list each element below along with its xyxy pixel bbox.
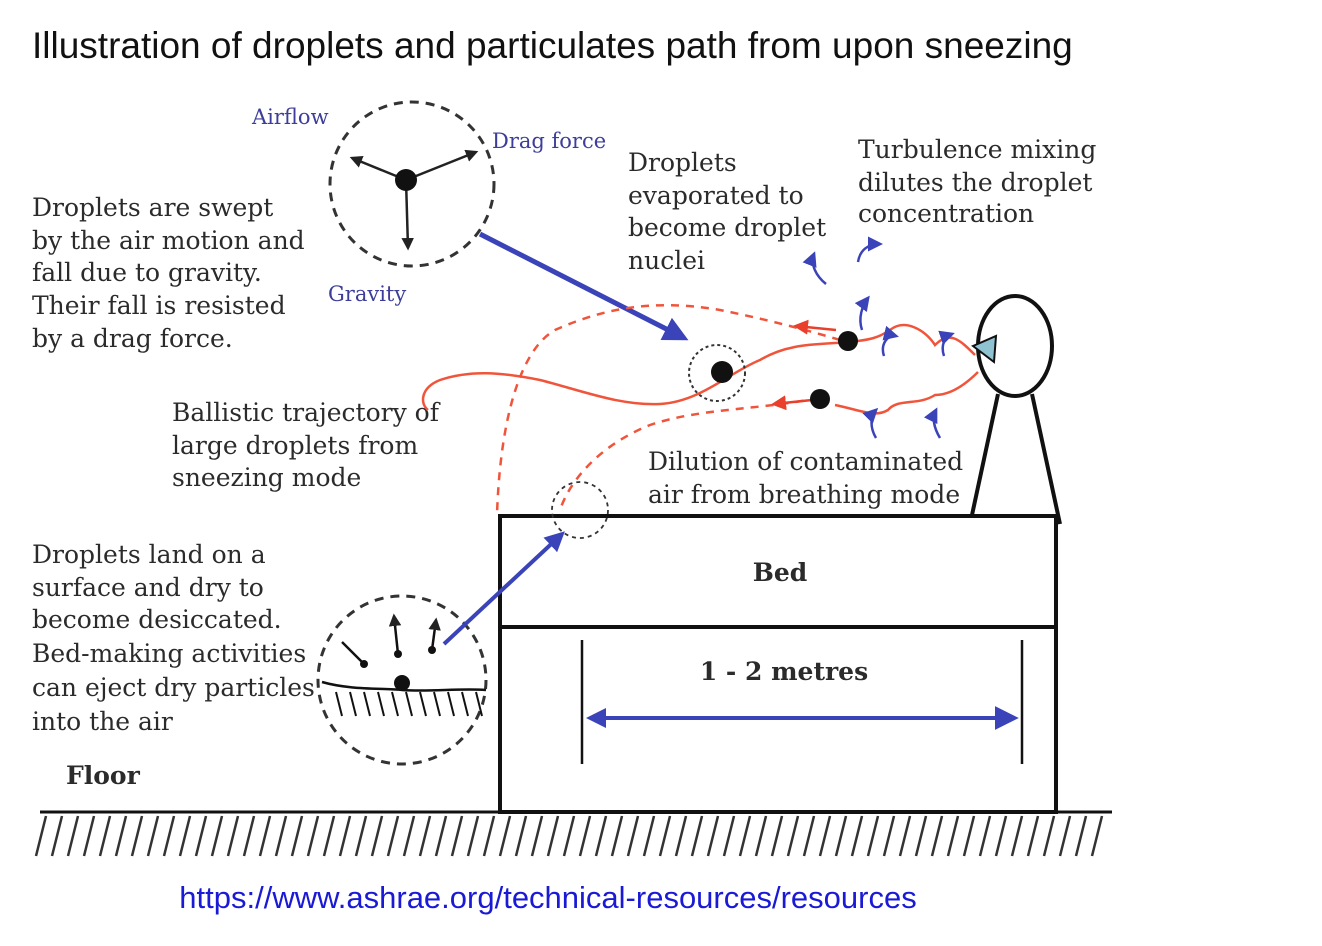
svg-text:Bed-making activities: Bed-making activities [32, 639, 306, 668]
svg-text:can eject dry particles: can eject dry particles [32, 673, 315, 702]
svg-text:Turbulence mixing: Turbulence mixing [858, 135, 1096, 164]
page-title: Illustration of droplets and particulate… [32, 25, 1073, 66]
svg-text:become desiccated.: become desiccated. [32, 605, 282, 634]
turbulence-annotation: Turbulence mixing dilutes the droplet co… [858, 135, 1096, 228]
airflow-label: Airflow [251, 105, 329, 129]
floor-hatching [34, 815, 1104, 857]
svg-text:Ballistic trajectory of: Ballistic trajectory of [172, 398, 441, 427]
turbulence-curl-arrows [802, 236, 955, 439]
svg-text:by the air motion and: by the air motion and [32, 226, 305, 255]
svg-text:Droplets are swept: Droplets are swept [32, 193, 273, 222]
force-pointer-arrow [478, 231, 689, 341]
svg-text:Dilution of contaminated: Dilution of contaminated [648, 447, 963, 476]
svg-text:Droplets land on a: Droplets land on a [32, 540, 266, 569]
svg-text:sneezing mode: sneezing mode [172, 463, 361, 492]
svg-text:Droplets: Droplets [628, 148, 737, 177]
svg-text:dilutes the droplet: dilutes the droplet [858, 168, 1092, 197]
floor-label: Floor [66, 761, 141, 790]
svg-text:by a drag force.: by a drag force. [32, 324, 233, 353]
breathing-trajectory [834, 371, 979, 415]
person-mouth [971, 334, 998, 364]
svg-text:into the air: into the air [32, 707, 173, 736]
landing-spot-circle [551, 481, 609, 539]
sneeze-trajectory [421, 323, 976, 411]
svg-text:concentration: concentration [858, 199, 1034, 228]
svg-text:fall due to gravity.: fall due to gravity. [32, 258, 262, 287]
distance-label: 1 - 2 metres [700, 657, 868, 686]
svg-text:Their fall is resisted: Their fall is resisted [32, 291, 286, 320]
svg-text:air from breathing mode: air from breathing mode [648, 480, 960, 509]
force-diagram [328, 100, 496, 268]
ejection-pointer-arrow [442, 531, 565, 646]
landing-detail-diagram [316, 594, 488, 766]
ballistic-trajectory-upper [495, 303, 841, 516]
source-link[interactable]: https://www.ashrae.org/technical-resourc… [179, 880, 916, 915]
person-figure [970, 294, 1062, 525]
bed-label: Bed [753, 558, 808, 587]
droplet-dot [395, 169, 417, 191]
evaporated-annotation: Droplets evaporated to become droplet nu… [628, 148, 826, 275]
svg-text:surface and dry to: surface and dry to [32, 573, 264, 602]
svg-text:nuclei: nuclei [628, 246, 705, 275]
svg-text:become droplet: become droplet [628, 213, 826, 242]
droplets [688, 331, 858, 409]
svg-text:large droplets from: large droplets from [172, 431, 418, 460]
svg-text:evaporated to: evaporated to [628, 181, 804, 210]
distance-measure [580, 640, 1024, 764]
ballistic-trajectory-lower [558, 396, 819, 511]
land-annotation: Droplets land on a surface and dry to be… [32, 540, 315, 736]
swept-annotation: Droplets are swept by the air motion and… [32, 193, 305, 353]
gravity-label: Gravity [328, 282, 406, 306]
drag-force-label: Drag force [492, 129, 606, 153]
dilution-annotation: Dilution of contaminated air from breath… [648, 447, 963, 509]
ballistic-annotation: Ballistic trajectory of large droplets f… [172, 398, 441, 492]
